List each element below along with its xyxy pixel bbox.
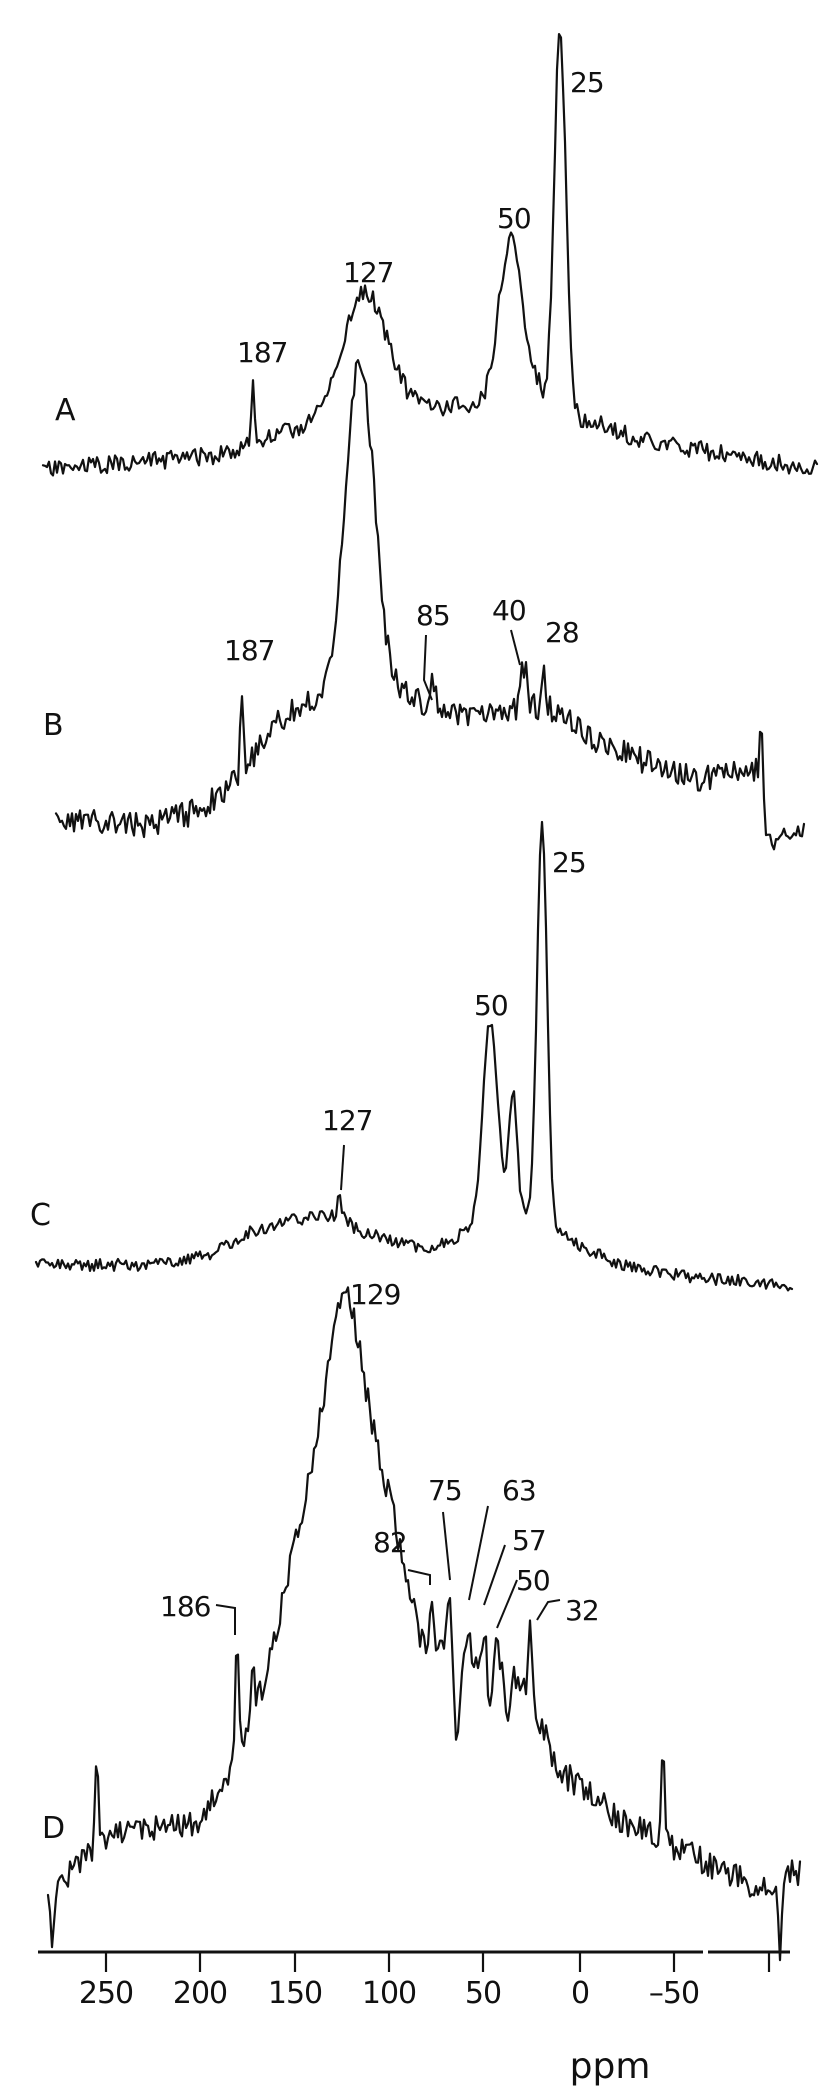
peak-label: 63 bbox=[502, 1474, 536, 1507]
x-axis-title: ppm bbox=[570, 2046, 651, 2087]
peak-leader-line bbox=[215, 1604, 236, 1635]
spectrum-b-leaders bbox=[422, 629, 521, 701]
peak-label: 85 bbox=[416, 599, 450, 632]
spectrum-b-peak-labels: 187 85 40 28 bbox=[224, 594, 580, 667]
peak-leader-line bbox=[483, 1544, 506, 1606]
peak-leader-line bbox=[510, 629, 521, 666]
spectrum-d-peak-labels: 129 186 82 75 63 57 50 32 bbox=[160, 1278, 600, 1627]
axis-tick-label: 100 bbox=[362, 1976, 416, 2011]
axis-tick-label: 200 bbox=[173, 1976, 227, 2011]
peak-label: 40 bbox=[492, 594, 526, 627]
x-axis: 250 200 150 100 50 0 –50 ppm bbox=[38, 1950, 790, 2087]
spectrum-a-peak-labels: 187 127 50 25 bbox=[237, 66, 605, 369]
spectrum-b-label: B bbox=[43, 708, 64, 743]
spectrum-d-line bbox=[46, 1286, 802, 1962]
axis-tick-label: 50 bbox=[465, 1976, 501, 2011]
peak-label: 187 bbox=[224, 634, 274, 667]
peak-label: 25 bbox=[552, 846, 586, 879]
spectrum-d-leaders bbox=[215, 1505, 561, 1635]
peak-leader-line bbox=[468, 1505, 489, 1601]
axis-tick-label: –50 bbox=[649, 1976, 699, 2011]
peak-label: 129 bbox=[350, 1278, 400, 1311]
trace-d: D 129 186 82 75 63 57 50 32 bbox=[42, 1278, 802, 1962]
peak-label: 75 bbox=[428, 1474, 462, 1507]
spectrum-a-label: A bbox=[55, 393, 76, 428]
peak-label: 50 bbox=[516, 1564, 550, 1597]
axis-tick-label: 250 bbox=[79, 1976, 133, 2011]
x-axis-ticks: 250 200 150 100 50 0 –50 bbox=[79, 1952, 771, 2011]
spectrum-c-label: C bbox=[30, 1198, 51, 1233]
axis-tick-label: 0 bbox=[571, 1976, 589, 2011]
peak-leader-line bbox=[442, 1511, 451, 1581]
peak-label: 127 bbox=[343, 256, 393, 289]
trace-c: C 127 50 25 bbox=[30, 820, 794, 1292]
peak-label: 187 bbox=[237, 336, 287, 369]
peak-leader-line bbox=[340, 1144, 345, 1191]
peak-label: 82 bbox=[373, 1526, 407, 1559]
peak-label: 50 bbox=[497, 202, 531, 235]
axis-tick-label: 150 bbox=[268, 1976, 322, 2011]
peak-label: 50 bbox=[474, 989, 508, 1022]
peak-label: 127 bbox=[322, 1104, 372, 1137]
trace-b: B 187 85 40 28 bbox=[43, 359, 806, 851]
peak-label: 28 bbox=[545, 616, 579, 649]
peak-label: 57 bbox=[512, 1524, 546, 1557]
spectrum-c-line bbox=[34, 820, 794, 1292]
trace-a: A 187 127 50 25 bbox=[41, 33, 819, 477]
spectrum-c-peak-labels: 127 50 25 bbox=[322, 846, 587, 1137]
peak-label: 32 bbox=[565, 1594, 599, 1627]
peak-label: 186 bbox=[160, 1590, 211, 1623]
spectrum-a-line bbox=[41, 33, 819, 477]
peak-leader-line bbox=[422, 634, 433, 701]
spectrum-d-label: D bbox=[42, 1811, 65, 1846]
peak-leader-line bbox=[407, 1569, 431, 1585]
peak-label: 25 bbox=[570, 66, 604, 99]
spectrum-c-leaders bbox=[340, 1144, 345, 1191]
peak-leader-line bbox=[536, 1599, 561, 1621]
peak-leader-line bbox=[496, 1579, 518, 1629]
